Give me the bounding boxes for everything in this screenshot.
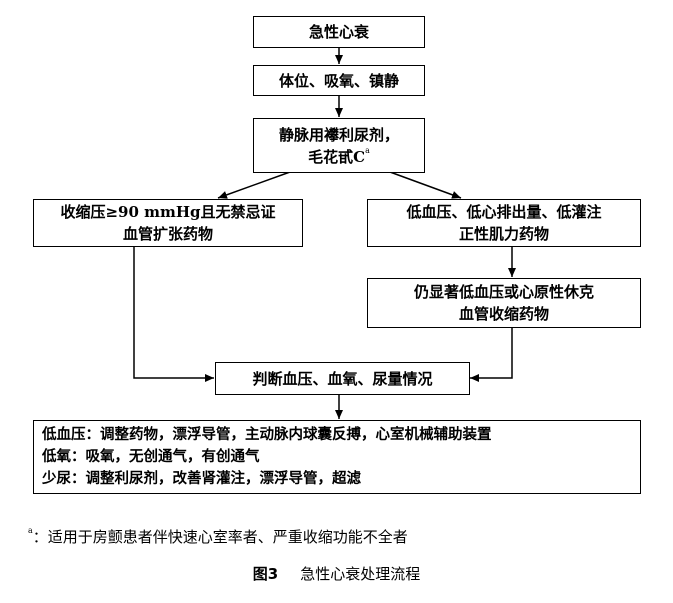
- box-inotrope: 低血压、低心排出量、低灌注 正性肌力药物: [367, 199, 641, 247]
- box-acute-heart-failure: 急性心衰: [253, 16, 425, 48]
- box-vasoconstrictor-line2: 血管收缩药物: [458, 305, 549, 323]
- box-diuretic-line1: 静脉用襻利尿剂，: [278, 125, 399, 144]
- arrow-diuretic-to-inotrope: [389, 171, 462, 199]
- management-hypotension: 低血压：调整药物，漂浮导管，主动脉内球囊反搏，心室机械辅助装置: [42, 426, 492, 443]
- box-acute-heart-failure-text: 急性心衰: [308, 23, 369, 41]
- management-oliguria: 少尿：调整利尿剂，改善肾灌注，漂浮导管，超滤: [42, 470, 361, 487]
- management-hypoxia: 低氧：吸氧，无创通气，有创通气: [42, 448, 260, 465]
- box-vasodilator-line2: 血管扩张药物: [122, 225, 213, 243]
- arrow-vasodilator-to-assess: [133, 247, 214, 382]
- box-vasoconstrictor: 仍显著低血压或心原性休克 血管收缩药物: [367, 278, 641, 328]
- box-management: 低血压：调整药物，漂浮导管，主动脉内球囊反搏，心室机械辅助装置 低氧：吸氧，无创…: [33, 420, 641, 494]
- footnote: a：适用于房颤患者伴快速心室率者、严重收缩功能不全者: [28, 526, 408, 547]
- figure-caption: 图3 急性心衰处理流程: [0, 563, 673, 584]
- box-assess-text: 判断血压、血氧、尿量情况: [252, 369, 433, 388]
- box-position-oxygen-text: 体位、吸氧、镇静: [278, 71, 399, 90]
- figure-number: 图3: [252, 565, 279, 583]
- box-vasoconstrictor-line1: 仍显著低血压或心原性休克: [413, 283, 594, 301]
- arrow-diuretic-to-vasodilator: [217, 171, 291, 199]
- box-position-oxygen-sedation: 体位、吸氧、镇静: [253, 65, 425, 96]
- footnote-text: ：适用于房颤患者伴快速心室率者、严重收缩功能不全者: [32, 528, 408, 546]
- box-inotrope-line1: 低血压、低心排出量、低灌注: [406, 203, 602, 221]
- box-diuretic-line2-text: 毛花甙C: [308, 147, 366, 166]
- figure-title: 急性心衰处理流程: [300, 565, 421, 583]
- box-diuretic: 静脉用襻利尿剂， 毛花甙Ca: [253, 118, 425, 173]
- footnote-marker-sup: a: [365, 145, 370, 155]
- box-assess-status: 判断血压、血氧、尿量情况: [215, 362, 470, 395]
- box-vasodilator: 收缩压≥90 mmHg且无禁忌证 血管扩张药物: [33, 199, 303, 247]
- box-vasodilator-line1: 收缩压≥90 mmHg且无禁忌证: [60, 203, 276, 221]
- box-inotrope-line2: 正性肌力药物: [458, 225, 549, 243]
- footnote-marker: a: [28, 526, 33, 535]
- box-diuretic-line2: 毛花甙Ca: [308, 146, 370, 168]
- arrow-vasoconstrictor-to-assess: [470, 328, 513, 382]
